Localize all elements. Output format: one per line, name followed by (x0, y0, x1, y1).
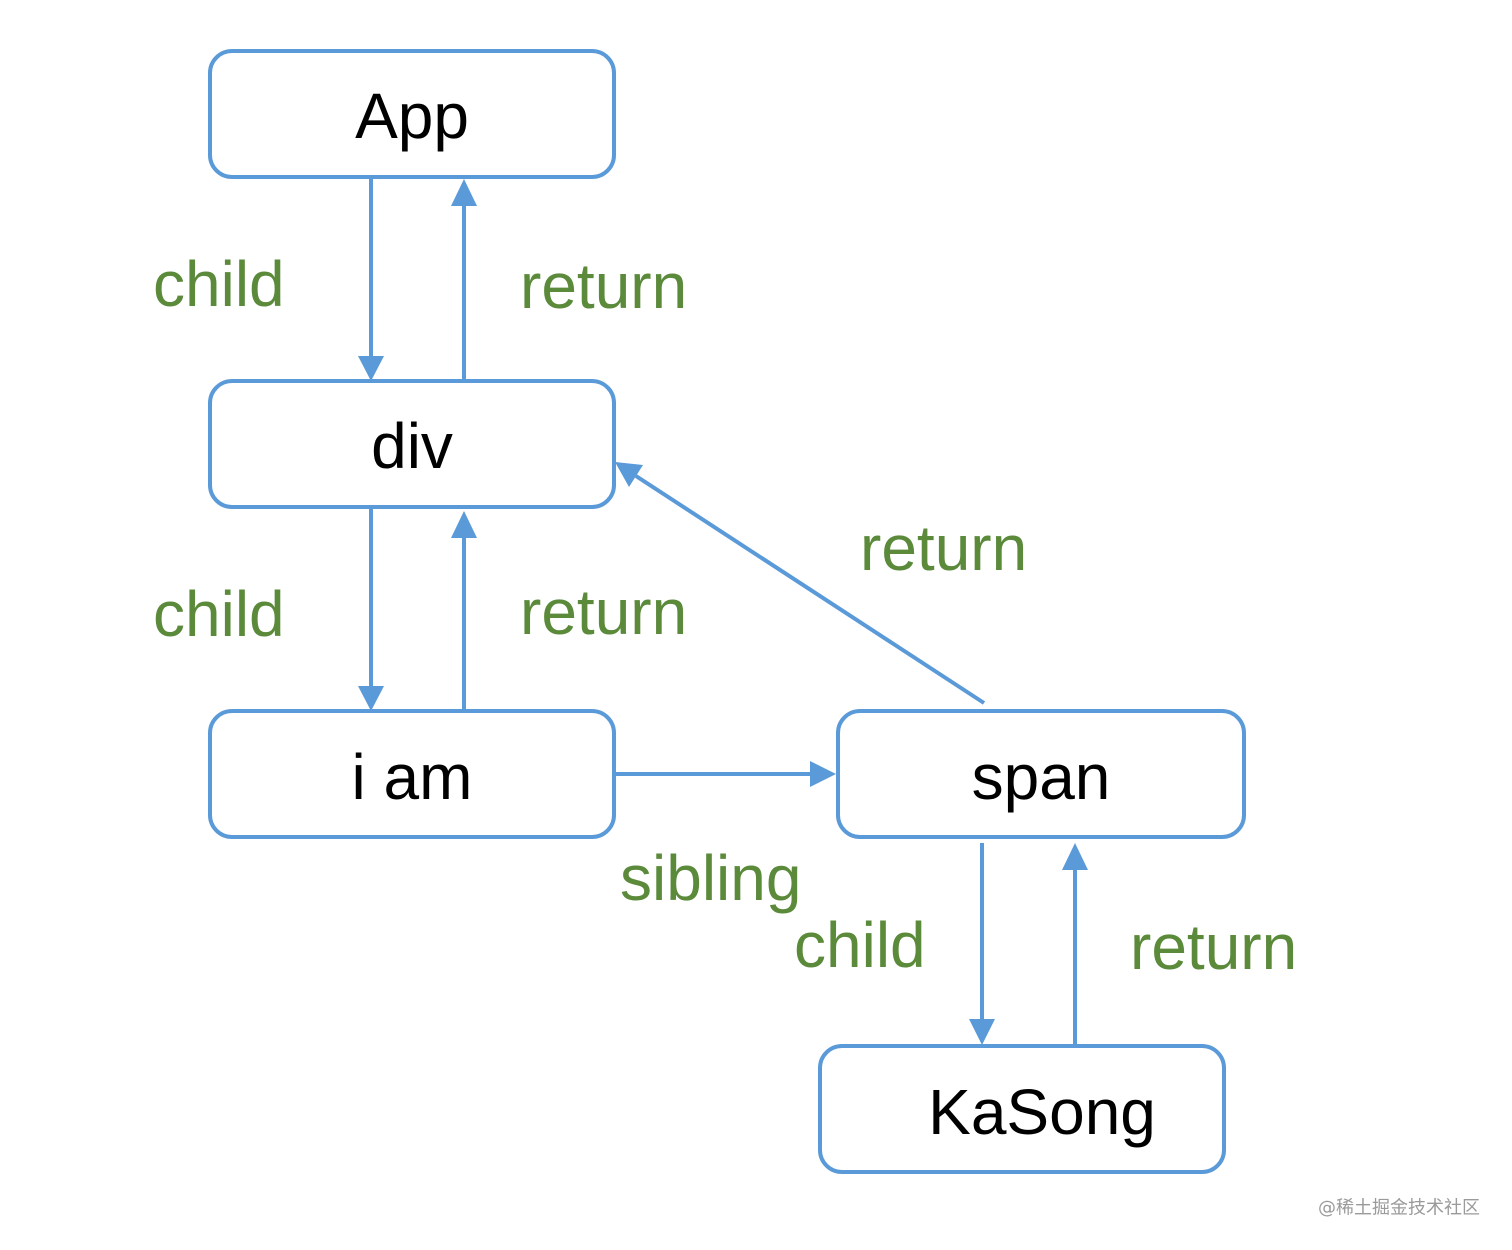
edge-label-child: child (153, 578, 285, 650)
node-app-box (208, 49, 616, 179)
edge-div-app-return (451, 179, 477, 381)
arrowhead-up-icon (451, 511, 477, 538)
edge-label-return: return (1130, 911, 1297, 983)
node-span-label: span (972, 741, 1111, 813)
edge-kasong-span-return (1062, 843, 1088, 1046)
node-kasong: KaSong (818, 1044, 1226, 1174)
arrowhead-up-icon (1062, 843, 1088, 870)
edge-label-child: child (153, 248, 285, 320)
edge-span-div-return-line (634, 474, 986, 705)
node-iam-label: i am (352, 741, 473, 813)
node-iam: i am (208, 709, 616, 839)
node-app-label: App (355, 80, 469, 152)
node-kasong-label: KaSong (928, 1076, 1156, 1148)
edge-span-div-return (615, 462, 986, 705)
node-span: span (836, 709, 1246, 839)
node-app: App (208, 49, 616, 179)
edge-label-child: child (794, 909, 926, 981)
node-div-box (208, 379, 616, 509)
edge-label-return: return (860, 512, 1027, 584)
node-div: div (208, 379, 616, 509)
node-div-label: div (371, 410, 453, 482)
edge-label-return: return (520, 576, 687, 648)
edge-app-div-child (358, 177, 384, 381)
arrowhead-down-icon (358, 356, 384, 381)
edge-label-sibling: sibling (620, 842, 801, 914)
edge-iam-span-sibling (614, 761, 836, 787)
arrowhead-up-icon (451, 179, 477, 206)
node-kasong-box (818, 1044, 1226, 1174)
edge-label-return: return (520, 250, 687, 322)
node-span-box (836, 709, 1246, 839)
edge-div-iam-child (358, 507, 384, 711)
watermark-text: @稀土掘金技术社区 (1318, 1198, 1480, 1219)
arrowhead-diagonal-icon (615, 462, 643, 487)
edge-iam-div-return (451, 511, 477, 711)
arrowhead-right-icon (810, 761, 836, 787)
edge-span-kasong-child (969, 843, 995, 1045)
arrowhead-down-icon (969, 1019, 995, 1045)
arrowhead-down-icon (358, 686, 384, 711)
